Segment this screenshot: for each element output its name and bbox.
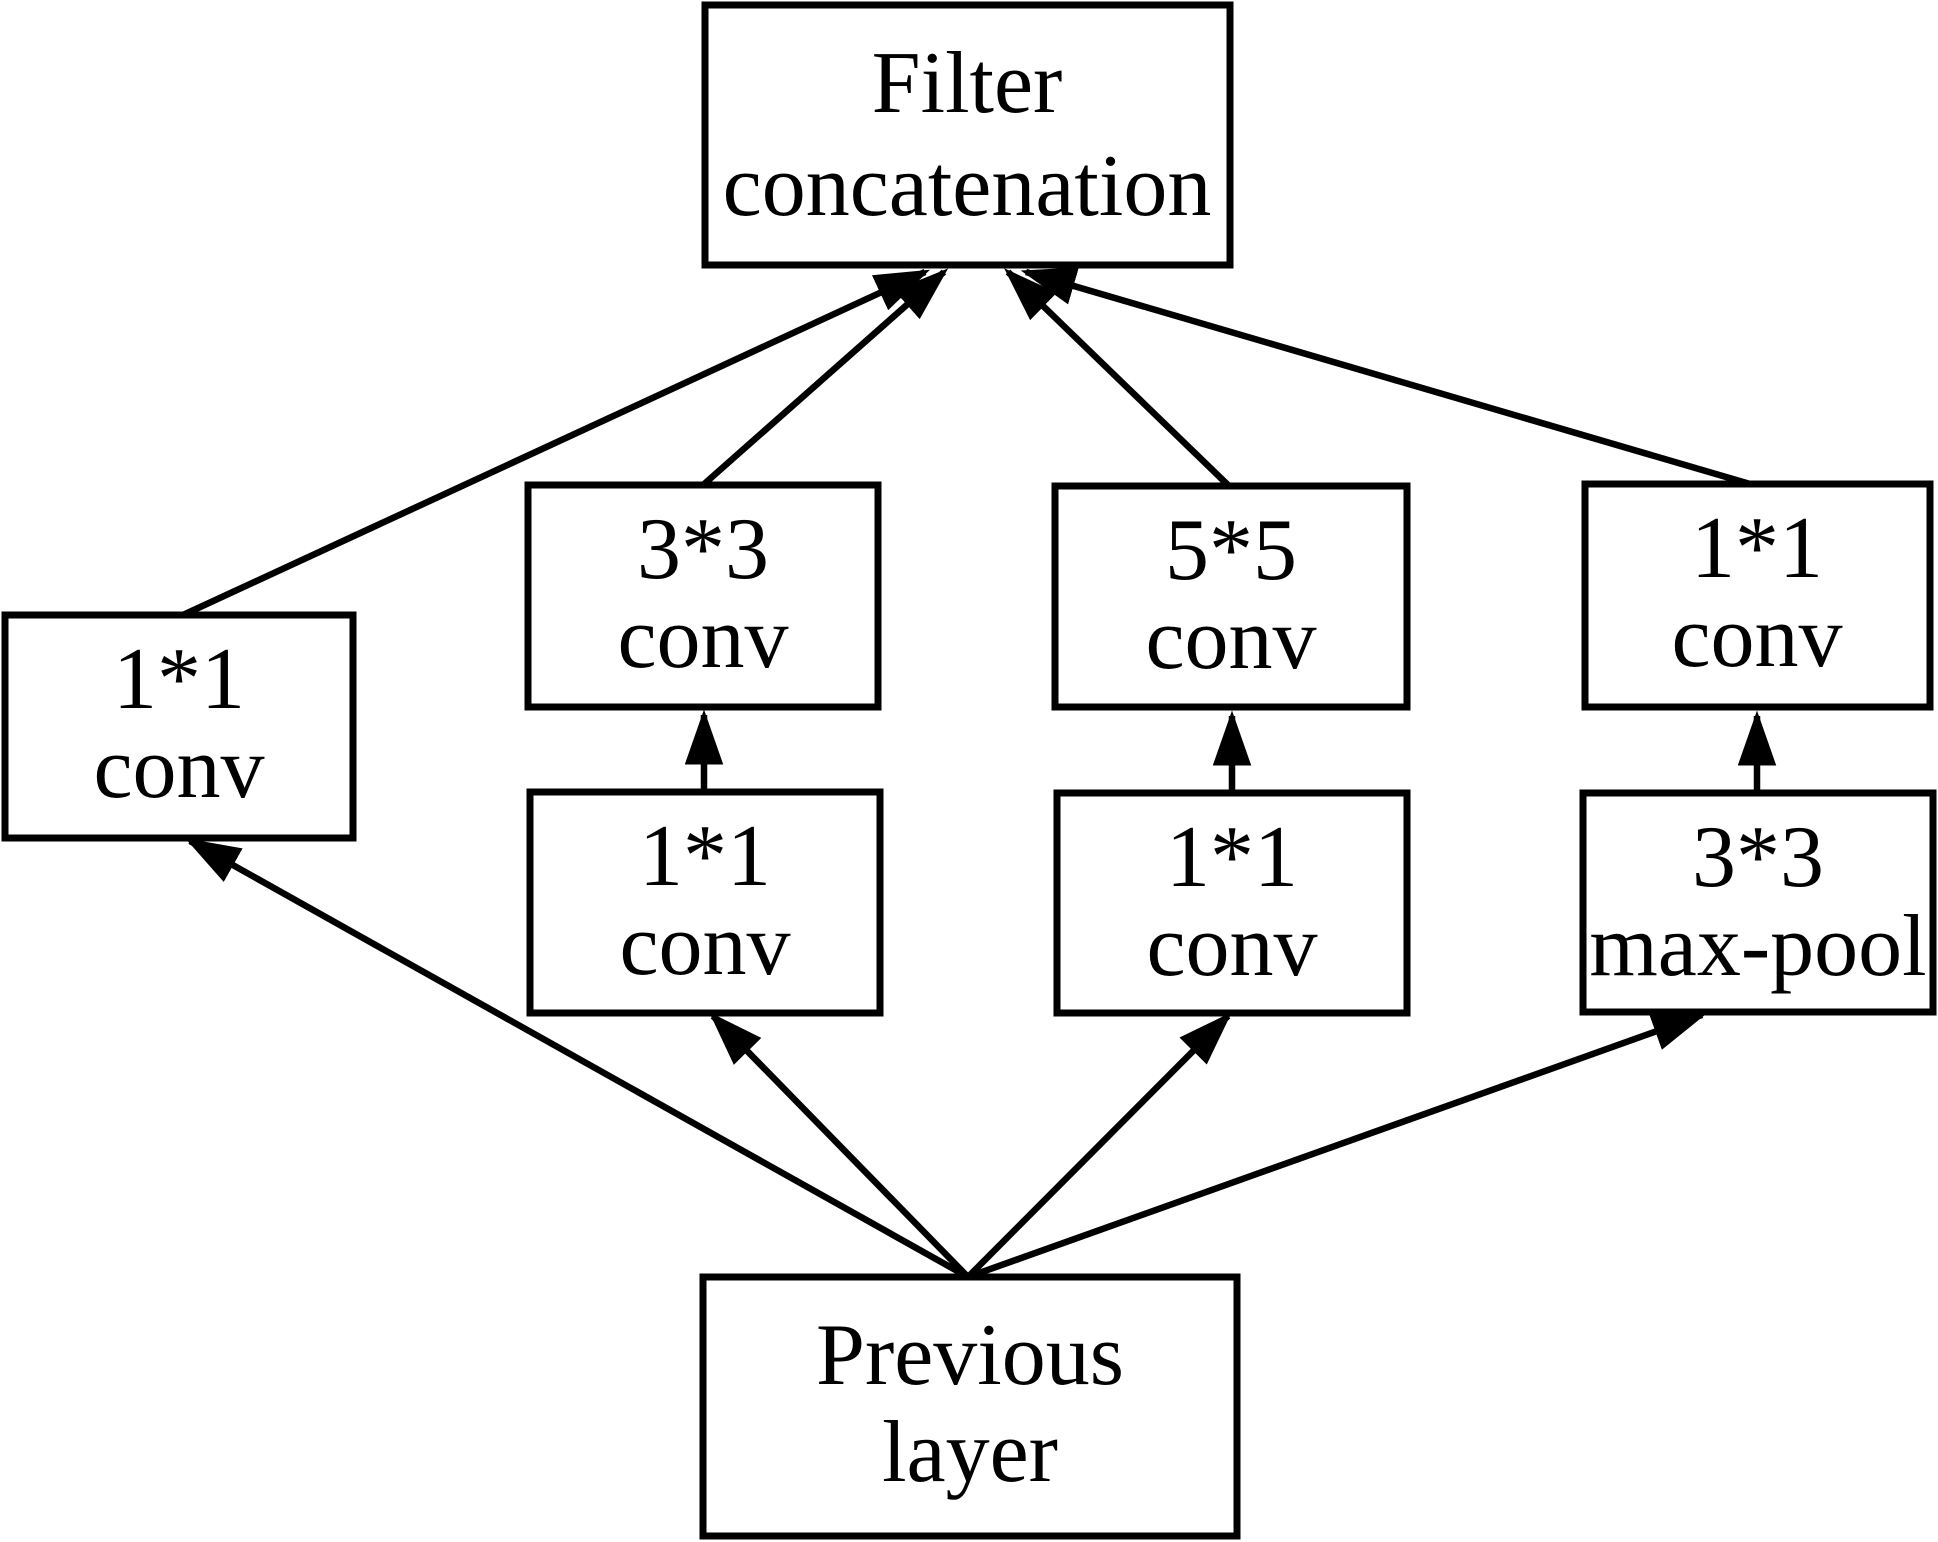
conv-3x3-label-line1: 3*3 xyxy=(637,501,769,598)
conv-1x1-branch3-label-line2: conv xyxy=(1146,898,1317,995)
conv-1x1-branch4-label-line1: 1*1 xyxy=(1691,500,1823,597)
conv-5x5-label-line1: 5*5 xyxy=(1165,502,1297,599)
node-conv-1x1-branch1: 1*1 conv xyxy=(1,611,357,842)
node-maxpool-3x3: 3*3 max-pool xyxy=(1579,789,1937,1016)
conv-1x1-branch2-box xyxy=(526,788,884,1017)
filter-concatenation-label-line1: Filter xyxy=(872,35,1063,132)
conv-5x5-box xyxy=(1051,482,1411,711)
node-previous-layer: Previous layer xyxy=(699,1273,1241,1540)
node-conv-3x3: 3*3 conv xyxy=(524,481,882,711)
conv-1x1-branch1-label-line2: conv xyxy=(93,720,264,817)
edge-branch4-to-concat xyxy=(1020,267,1751,488)
edges xyxy=(181,267,1777,1281)
previous-layer-label-line2: layer xyxy=(882,1404,1058,1501)
conv-1x1-branch4-label-line2: conv xyxy=(1671,589,1842,686)
filter-concatenation-label-line2: concatenation xyxy=(723,138,1212,235)
node-conv-5x5: 5*5 conv xyxy=(1051,482,1411,711)
maxpool-3x3-label-line1: 3*3 xyxy=(1692,809,1824,906)
maxpool-3x3-box xyxy=(1579,789,1937,1016)
conv-1x1-branch2-label-line1: 1*1 xyxy=(639,808,771,905)
conv-1x1-branch3-label-line1: 1*1 xyxy=(1166,809,1298,906)
edge-branch1-to-concat xyxy=(181,269,930,618)
edge-previous-to-branch3 xyxy=(965,1012,1232,1280)
conv-1x1-branch3-box xyxy=(1053,789,1411,1017)
node-conv-1x1-branch4: 1*1 conv xyxy=(1581,480,1934,711)
previous-layer-box xyxy=(699,1273,1241,1540)
node-filter-concatenation: Filter concatenation xyxy=(701,1,1234,269)
conv-1x1-branch4-box xyxy=(1581,480,1934,711)
previous-layer-label-line1: Previous xyxy=(816,1307,1124,1404)
maxpool-3x3-label-line2: max-pool xyxy=(1589,898,1926,995)
filter-concatenation-box xyxy=(701,1,1234,269)
conv-3x3-box xyxy=(524,481,882,711)
conv-1x1-branch1-label-line1: 1*1 xyxy=(113,631,245,728)
edge-previous-to-branch1 xyxy=(185,838,970,1280)
conv-1x1-branch1-box xyxy=(1,611,357,842)
node-conv-1x1-branch3: 1*1 conv xyxy=(1053,789,1411,1017)
conv-3x3-label-line2: conv xyxy=(617,590,788,687)
conv-5x5-label-line2: conv xyxy=(1145,591,1316,688)
node-conv-1x1-branch2: 1*1 conv xyxy=(526,788,884,1017)
edge-conv5x5-to-concat xyxy=(1004,268,1232,489)
edge-conv3x3-to-concat xyxy=(700,268,949,488)
edge-previous-to-maxpool xyxy=(966,1011,1708,1281)
conv-1x1-branch2-label-line2: conv xyxy=(619,897,790,994)
edge-previous-to-branch2 xyxy=(709,1012,971,1280)
